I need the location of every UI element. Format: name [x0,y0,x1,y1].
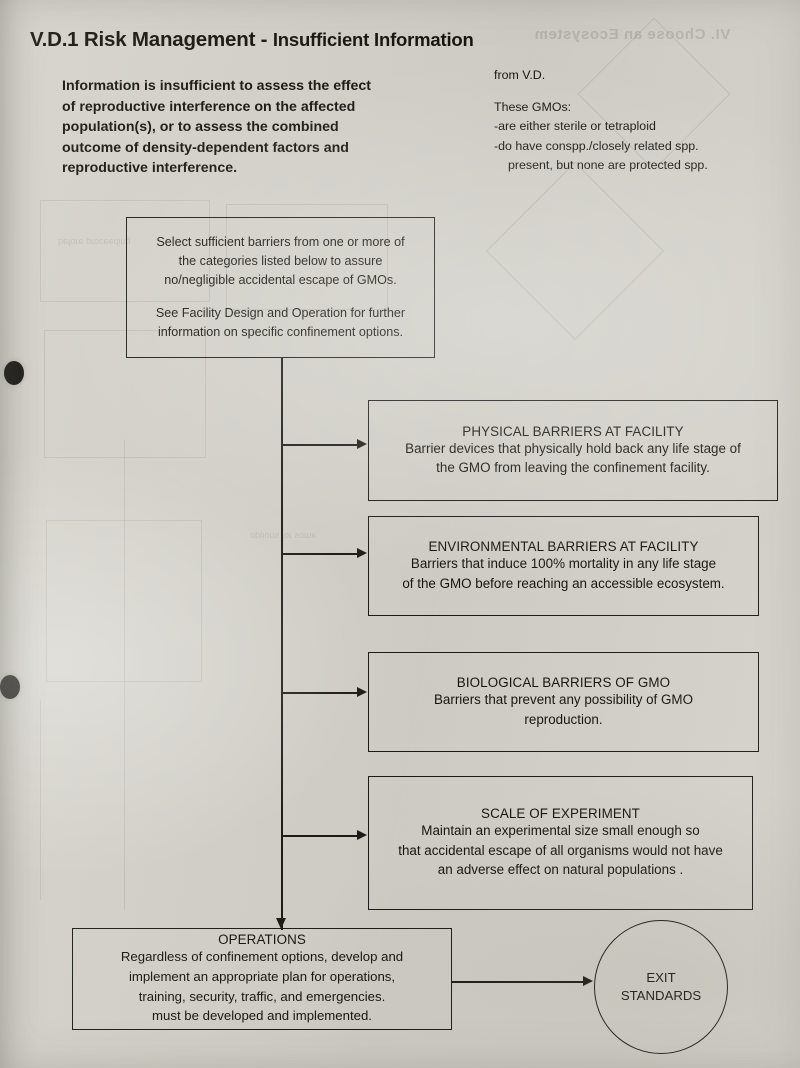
scale-of-experiment-line: that accidental escape of all organisms … [398,842,723,858]
scale-of-experiment-line: Maintain an experimental size small enou… [421,823,700,839]
select-barriers-line: See Facility Design and Operation for fu… [155,306,406,320]
operations-heading: OPERATIONS [218,932,306,948]
exit-standards-line-2: STANDARDS [620,988,702,1003]
scale-of-experiment-heading: SCALE OF EXPERIMENT [481,806,640,822]
lead-line: of reproductive interference on the affe… [62,98,356,115]
operations-to-exit-arrowhead [583,976,593,986]
environmental-barriers-heading: ENVIRONMENTAL BARRIERS AT FACILITY [428,539,699,554]
operations-line: must be developed and implemented. [152,1008,372,1024]
side-note-bullet: present, but none are protected spp. [508,158,708,173]
hole-punch-bottom [0,675,20,699]
bleed-through-box-3 [46,520,202,682]
branch-arrowhead-physical [357,439,367,449]
exit-standards-terminator: EXIT STANDARDS [594,920,728,1054]
branch-line-biological [281,692,359,694]
biological-barriers-heading: BIOLOGICAL BARRIERS OF GMO [456,675,671,690]
lead-line: outcome of density-dependent factors and [62,139,349,156]
flow-trunk-arrowhead [276,918,286,929]
operations-line: implement an appropriate plan for operat… [128,968,396,984]
lead-line: reproductive interference. [62,160,238,177]
branch-arrowhead-biological [357,687,367,697]
scale-of-experiment-line: an adverse effect on natural populations… [437,862,684,878]
environmental-barriers-box: ENVIRONMENTAL BARRIERS AT FACILITY Barri… [368,516,759,616]
side-note-source: from V.D. [494,68,546,82]
bleed-through-heading: VI. Choose an Ecosystem [534,26,731,43]
physical-barriers-line: Barrier devices that physically hold bac… [405,440,741,456]
bleed-through-text-block-2: ǝɯos ɹoɟ suoᴉʇdo [250,530,317,540]
side-note-bullet: -do have conspp./closely related spp. [494,138,699,153]
exit-standards-line-1: EXIT [646,970,676,985]
select-barriers-line: no/negligible accidental escape of GMOs. [164,273,397,287]
physical-barriers-box: PHYSICAL BARRIERS AT FACILITY Barrier de… [368,400,778,501]
lead-line: population(s), or to assess the combined [62,119,339,136]
page-title-main: Risk Management - [83,28,268,51]
select-barriers-line: the categories listed below to assure [178,254,383,268]
select-barriers-line: Select sufficient barriers from one or m… [156,235,405,249]
side-note-heading: These GMOs: [494,99,572,114]
bleed-through-text-block: ƃuᴉpǝǝɔoɹd ǝɹoɟǝq [58,236,131,246]
environmental-barriers-line: Barriers that induce 100% mortality in a… [410,556,717,571]
bleed-through-diamond-2 [485,161,665,341]
select-barriers-box: Select sufficient barriers from one or m… [126,217,435,358]
branch-line-scale [281,835,359,837]
operations-box: OPERATIONS Regardless of confinement opt… [72,928,452,1030]
branch-arrowhead-environmental [357,548,367,558]
scale-of-experiment-box: SCALE OF EXPERIMENT Maintain an experime… [368,776,753,910]
hole-punch-top [4,361,24,385]
page-title: V.D.1 Risk Management - Insufficient Inf… [30,28,474,52]
branch-line-environmental [281,553,359,555]
lead-paragraph: Information is insufficient to assess th… [62,76,434,179]
operations-line: training, security, traffic, and emergen… [138,988,386,1004]
physical-barriers-heading: PHYSICAL BARRIERS AT FACILITY [462,423,684,439]
page-title-number: V.D.1 [30,28,79,51]
branch-arrowhead-scale [357,830,367,840]
bleed-through-line-2 [124,440,125,910]
operations-line: Regardless of confinement options, devel… [120,949,404,965]
flow-trunk-line [281,358,283,930]
biological-barriers-line: Barriers that prevent any possibility of… [434,692,693,707]
branch-line-physical [281,444,359,446]
biological-barriers-box: BIOLOGICAL BARRIERS OF GMO Barriers that… [368,652,759,752]
environmental-barriers-line: of the GMO before reaching an accessible… [402,575,725,591]
side-note-bullet: -are either sterile or tetraploid [494,119,656,134]
side-note: from V.D. These GMOs: -are either steril… [494,66,794,176]
page-title-sub: Insufficient Information [272,29,474,50]
biological-barriers-line: reproduction. [524,711,603,727]
lead-line: Information is insufficient to assess th… [62,78,372,94]
bleed-through-line [40,700,41,900]
physical-barriers-line: the GMO from leaving the confinement fac… [436,460,710,475]
side-note-gap [494,86,794,98]
operations-to-exit-line [452,981,585,983]
select-barriers-line: information on specific confinement opti… [157,325,403,339]
